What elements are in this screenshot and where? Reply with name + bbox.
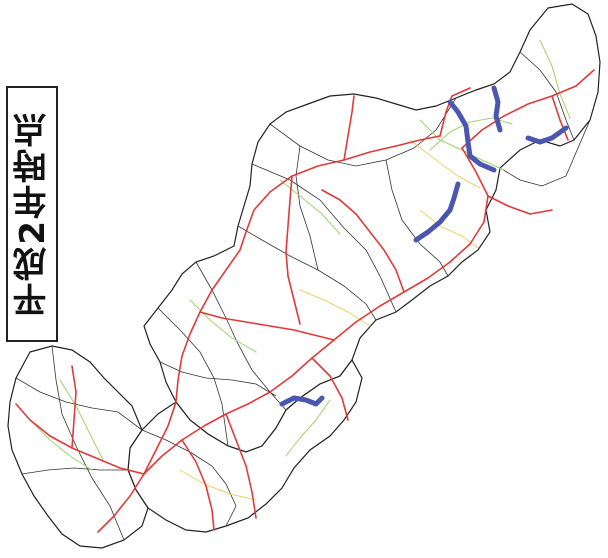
period-label: 平成2年時点 bbox=[12, 111, 53, 317]
region-west bbox=[7, 345, 149, 549]
highlighted-roads bbox=[279, 85, 569, 407]
period-label-box: 平成2年時点 bbox=[6, 86, 58, 342]
region-east bbox=[143, 3, 601, 453]
main-roads bbox=[15, 69, 595, 533]
